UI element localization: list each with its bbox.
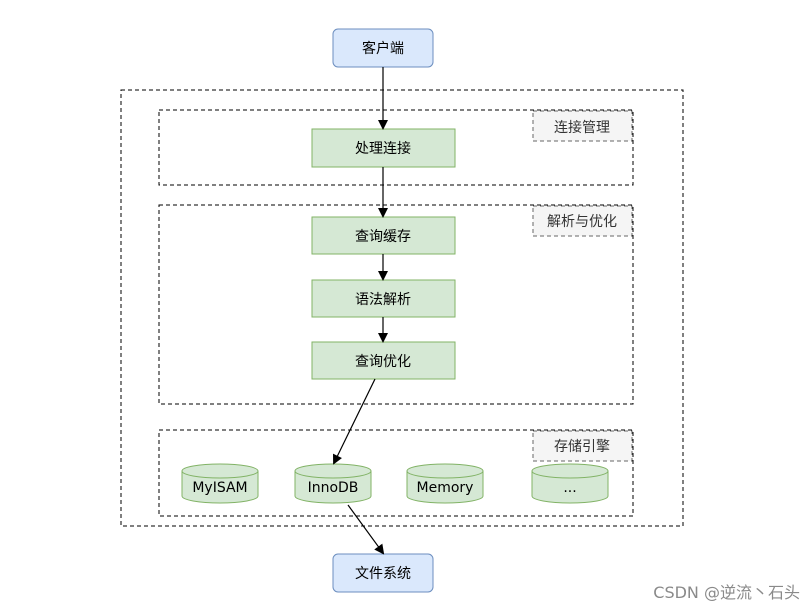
engine-myisam: MyISAM	[181, 463, 259, 504]
engine-innodb-label: InnoDB	[308, 480, 359, 496]
parse-tag-box	[532, 205, 633, 237]
engine-more: ...	[531, 463, 609, 504]
engine-memory: Memory	[406, 463, 484, 504]
csdn-watermark: CSDN @逆流丶石头	[653, 583, 800, 602]
engine-innodb: InnoDB	[294, 463, 372, 504]
storage-tag-box	[532, 430, 633, 462]
engine-more-label: ...	[563, 480, 576, 496]
query-cache-label: 查询缓存	[355, 229, 411, 245]
server-frame	[120, 89, 684, 527]
parse-tag: 解析与优化	[547, 214, 617, 230]
engine-myisam-label: MyISAM	[192, 480, 247, 496]
parse-section	[158, 204, 634, 405]
query-optimize-node	[311, 341, 456, 380]
process-connection-label: 处理连接	[355, 140, 411, 157]
client-label: 客户端	[362, 40, 404, 57]
connection-tag: 连接管理	[554, 119, 610, 136]
query-optimize-label: 查询优化	[355, 354, 411, 370]
connection-tag-box	[532, 110, 633, 142]
connection-section	[158, 109, 634, 186]
arrow-innodb-to-filesystem	[347, 504, 385, 555]
storage-tag: 存储引擎	[554, 439, 610, 455]
syntax-parse-label: 语法解析	[355, 292, 411, 308]
engine-memory-label: Memory	[417, 480, 474, 496]
arrow-optimize-to-innodb	[333, 378, 376, 465]
filesystem-label: 文件系统	[355, 566, 411, 582]
